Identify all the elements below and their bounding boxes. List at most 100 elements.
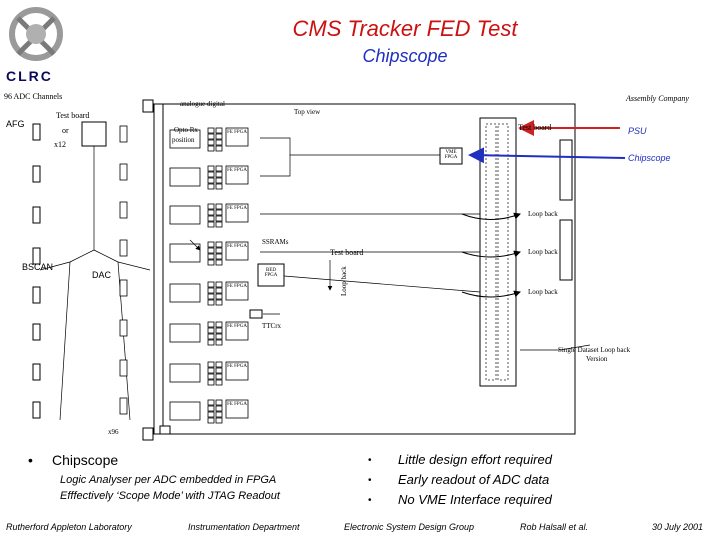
bullet-box-left: • Chipscope Logic Analyser per ADC embed… <box>28 450 358 510</box>
fe-fpga-label: FE FPGA <box>227 206 247 211</box>
connector-pin <box>215 253 223 260</box>
chipscope-heading: Chipscope <box>52 452 119 468</box>
footer-author: Rob Halsall et al. <box>520 522 589 532</box>
connector-pin <box>215 361 223 368</box>
connector-pin <box>207 361 215 368</box>
fe-fpga-box <box>225 241 249 261</box>
opto-rx-label: Opto Rx <box>174 126 198 134</box>
connector-pin <box>207 241 215 248</box>
bullet-line-2: Efffectively ‘Scope Mode’ with JTAG Read… <box>60 490 280 502</box>
connector-pin <box>207 177 215 184</box>
connector-pin <box>207 373 215 380</box>
loop-back-label-1: Loop back <box>528 210 558 218</box>
dac-label: DAC <box>92 270 112 280</box>
connector-pin <box>207 183 215 190</box>
connector-pin <box>207 399 215 406</box>
fe-fpga-box <box>225 321 249 341</box>
loop-back-vertical-label: Loop back <box>340 266 348 296</box>
position-label: position <box>172 136 195 144</box>
connector-pin <box>215 221 223 228</box>
version-label: Version <box>586 355 608 363</box>
channel-input-box <box>119 397 128 415</box>
connector-pin <box>207 247 215 254</box>
page-title: CMS Tracker FED Test <box>292 16 518 41</box>
opto-rx-box <box>169 283 201 303</box>
analogue-digital-label: analogue digital <box>180 100 225 108</box>
connector-pin <box>207 215 215 222</box>
fe-fpga-label: FE FPGA <box>227 364 247 369</box>
or-label: or <box>62 126 69 135</box>
bullet-right-2-text: Early readout of ADC data <box>398 472 550 487</box>
connector-pin <box>215 215 223 222</box>
channel-input-box <box>119 239 128 257</box>
connector-pin <box>215 127 223 134</box>
fe-fpga-label: FE FPGA <box>227 324 247 329</box>
connector-pin <box>207 145 215 152</box>
connector-pin <box>207 417 215 424</box>
vme-fpga-label: VME FPGA <box>444 150 458 160</box>
bullet-right-1-text: Little design effort required <box>398 452 552 467</box>
chipscope-label: Chipscope <box>628 153 671 163</box>
connector-pin <box>215 281 223 288</box>
fe-fpga-box <box>225 399 249 419</box>
connector-pin <box>215 321 223 328</box>
system-diagram <box>32 99 626 441</box>
connector-pin <box>215 209 223 216</box>
connector-pin <box>207 133 215 140</box>
connector-pin <box>207 293 215 300</box>
test-board-right-label: Test board <box>518 123 552 132</box>
connector-pin <box>215 287 223 294</box>
channel-input-box <box>119 125 128 143</box>
connector-pin <box>207 327 215 334</box>
globe-icon <box>4 4 68 68</box>
opto-rx-box <box>169 243 201 263</box>
connector-pin <box>215 241 223 248</box>
connector-pin <box>215 145 223 152</box>
connector-pin <box>207 339 215 346</box>
connector-pin <box>215 293 223 300</box>
fe-fpga-label: FE FPGA <box>227 244 247 249</box>
fe-fpga-label: FE FPGA <box>227 402 247 407</box>
connector-pin <box>215 417 223 424</box>
opto-rx-box <box>169 205 201 225</box>
connector-pin <box>207 165 215 172</box>
fe-fpga-label: FE FPGA <box>227 130 247 135</box>
opto-rx-box <box>169 129 201 149</box>
connector-pin <box>207 333 215 340</box>
x96-label: x96 <box>108 428 119 436</box>
connector-pin <box>215 327 223 334</box>
fe-fpga-box <box>225 203 249 223</box>
connector-pin <box>215 411 223 418</box>
psu-label: PSU <box>628 126 647 136</box>
connector-pin <box>215 379 223 386</box>
connector-pin <box>207 209 215 216</box>
connector-pin <box>207 259 215 266</box>
connector-pin <box>207 367 215 374</box>
footer-group: Electronic System Design Group <box>344 522 475 532</box>
connector-pin <box>207 411 215 418</box>
bscan-label: BSCAN <box>22 262 54 272</box>
connector-pin <box>215 259 223 266</box>
connector-pin <box>207 203 215 210</box>
connector-pin <box>215 405 223 412</box>
top-view-label: Top view <box>294 108 321 116</box>
connector-pin <box>207 253 215 260</box>
afg-label: AFG <box>6 119 25 129</box>
connector-pin <box>215 165 223 172</box>
connector-pin <box>207 139 215 146</box>
connector-pin <box>215 399 223 406</box>
footer-date: 30 July 2001 <box>652 522 704 532</box>
fe-fpga-label: FE FPGA <box>227 284 247 289</box>
fe-fpga-box <box>225 127 249 147</box>
opto-rx-box <box>169 323 201 343</box>
fe-fpga-box <box>225 361 249 381</box>
x12-label: x12 <box>54 140 66 149</box>
clrc-logo: CLRC <box>4 4 68 86</box>
connector-pin <box>207 379 215 386</box>
bullet-dot: • <box>28 452 33 468</box>
test-board-left-label: Test board <box>56 111 90 120</box>
connector-pin <box>215 299 223 306</box>
connector-pin <box>207 281 215 288</box>
footer-lab: Rutherford Appleton Laboratory <box>6 522 132 532</box>
connector-pin <box>215 203 223 210</box>
